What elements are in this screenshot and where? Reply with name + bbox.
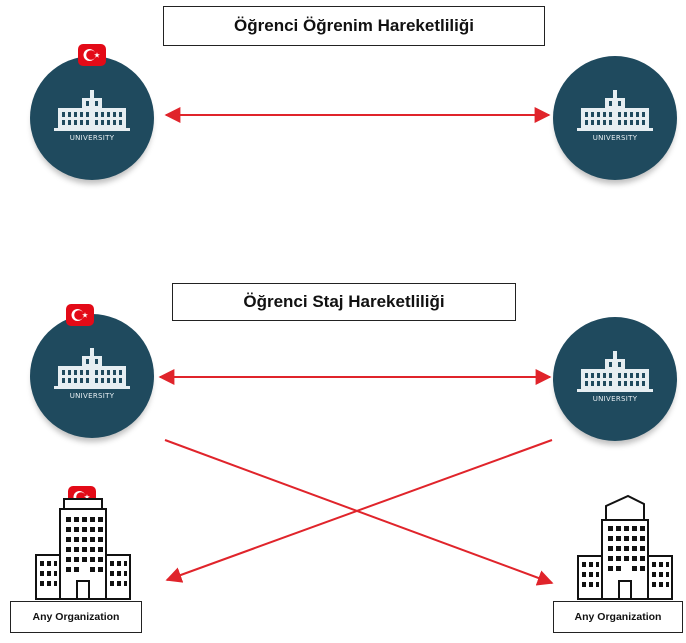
university-label: UNIVERSITY [592, 134, 638, 142]
cross-arrow-to-left-organization [165, 439, 553, 583]
host-organization-label: Any Organization [553, 601, 683, 633]
office-building-icon [35, 498, 131, 600]
office-building-icon [577, 494, 673, 600]
university-building-icon [577, 90, 653, 131]
host-university-study: UNIVERSITY [553, 56, 677, 180]
host-university-internship: UNIVERSITY [553, 317, 677, 441]
study-mobility-title: Öğrenci Öğrenim Hareketliliği [163, 6, 545, 46]
turkey-flag-icon [66, 304, 94, 326]
university-building-icon [577, 351, 653, 392]
home-university-internship: UNIVERSITY [30, 314, 154, 438]
home-organization-label: Any Organization [10, 601, 142, 633]
university-building-icon [54, 348, 130, 389]
home-university-study: UNIVERSITY [30, 56, 154, 180]
university-label: UNIVERSITY [69, 392, 115, 400]
cross-arrow-to-right-organization [164, 439, 554, 586]
internship-mobility-title: Öğrenci Staj Hareketliliği [172, 283, 516, 321]
university-label: UNIVERSITY [592, 395, 638, 403]
turkey-flag-icon [78, 44, 106, 66]
university-label: UNIVERSITY [69, 134, 115, 142]
university-building-icon [54, 90, 130, 131]
